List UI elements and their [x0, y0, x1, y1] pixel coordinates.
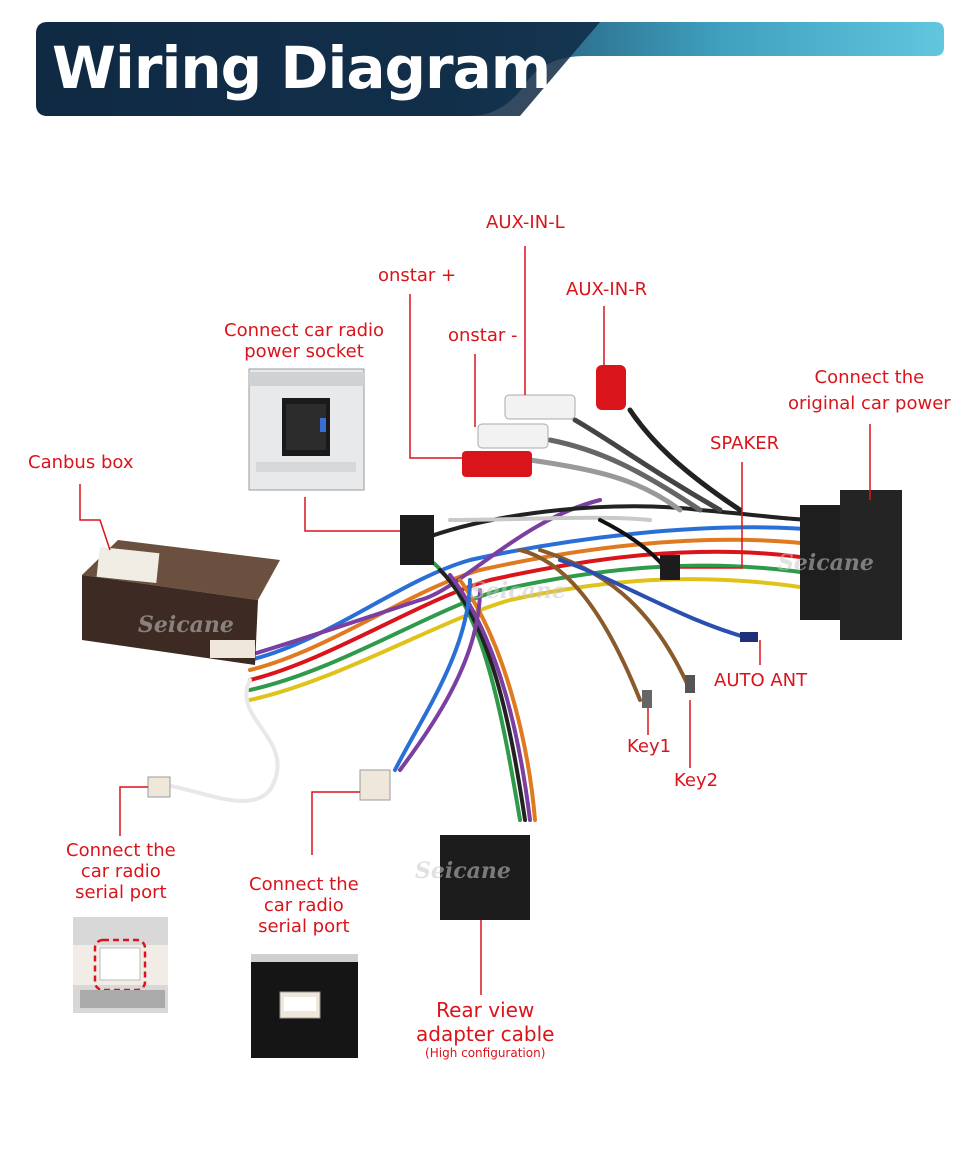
label-serial-port-2: Connect the car radio serial port	[249, 874, 359, 937]
watermark-3: Seicane	[778, 550, 874, 576]
power-socket-photo	[248, 368, 365, 491]
callout-lines	[79, 246, 871, 995]
label-onstar-plus: onstar +	[378, 265, 457, 286]
label-original-power-line2: original car power	[788, 393, 951, 414]
label-key2: Key2	[674, 770, 719, 791]
label-canbus-box: Canbus box	[28, 452, 134, 473]
label-serial-port-1: Connect the car radio serial port	[66, 840, 176, 903]
serial-port-photo-1	[73, 917, 168, 1013]
canbus-box	[82, 540, 280, 665]
label-serial-port-2-line2: car radio	[263, 895, 344, 916]
label-rear-view-line2: adapter cable	[416, 1022, 555, 1046]
rca-plugs	[462, 365, 626, 477]
label-rear-view-line1: Rear view	[436, 998, 535, 1022]
black-connectors	[147, 490, 902, 920]
watermark-1: Seicane	[138, 612, 234, 638]
label-power-socket-line2: power socket	[244, 341, 364, 362]
label-aux-in-l: AUX-IN-L	[486, 212, 565, 233]
label-spaker: SPAKER	[710, 433, 780, 454]
header-banner	[36, 22, 944, 116]
label-serial-port-1-line3: serial port	[75, 882, 167, 903]
label-original-power-line1: Connect the	[814, 367, 925, 388]
serial-port-photo-2	[251, 954, 358, 1058]
watermark-4: Seicane	[415, 858, 511, 884]
label-key1: Key1	[627, 736, 672, 757]
label-aux-in-r: AUX-IN-R	[566, 279, 648, 300]
label-auto-ant: AUTO ANT	[714, 670, 808, 691]
label-serial-port-2-line3: serial port	[258, 916, 350, 937]
label-original-power: Connect the original car power	[788, 367, 951, 414]
label-onstar-minus: onstar -	[448, 325, 518, 346]
label-power-socket-line1: Connect car radio	[224, 320, 385, 341]
label-rear-view-note: (High configuration)	[425, 1046, 546, 1060]
page-title: Wiring Diagram	[52, 34, 551, 102]
label-rear-view: Rear view adapter cable (High configurat…	[416, 998, 554, 1060]
label-power-socket: Connect car radio power socket	[224, 320, 384, 362]
wire-bundle	[163, 498, 822, 822]
watermark-2: Seicane	[470, 578, 566, 604]
label-serial-port-1-line2: car radio	[80, 861, 161, 882]
label-serial-port-2-line1: Connect the	[249, 874, 359, 895]
label-serial-port-1-line1: Connect the	[66, 840, 176, 861]
rca-cables	[527, 407, 743, 513]
